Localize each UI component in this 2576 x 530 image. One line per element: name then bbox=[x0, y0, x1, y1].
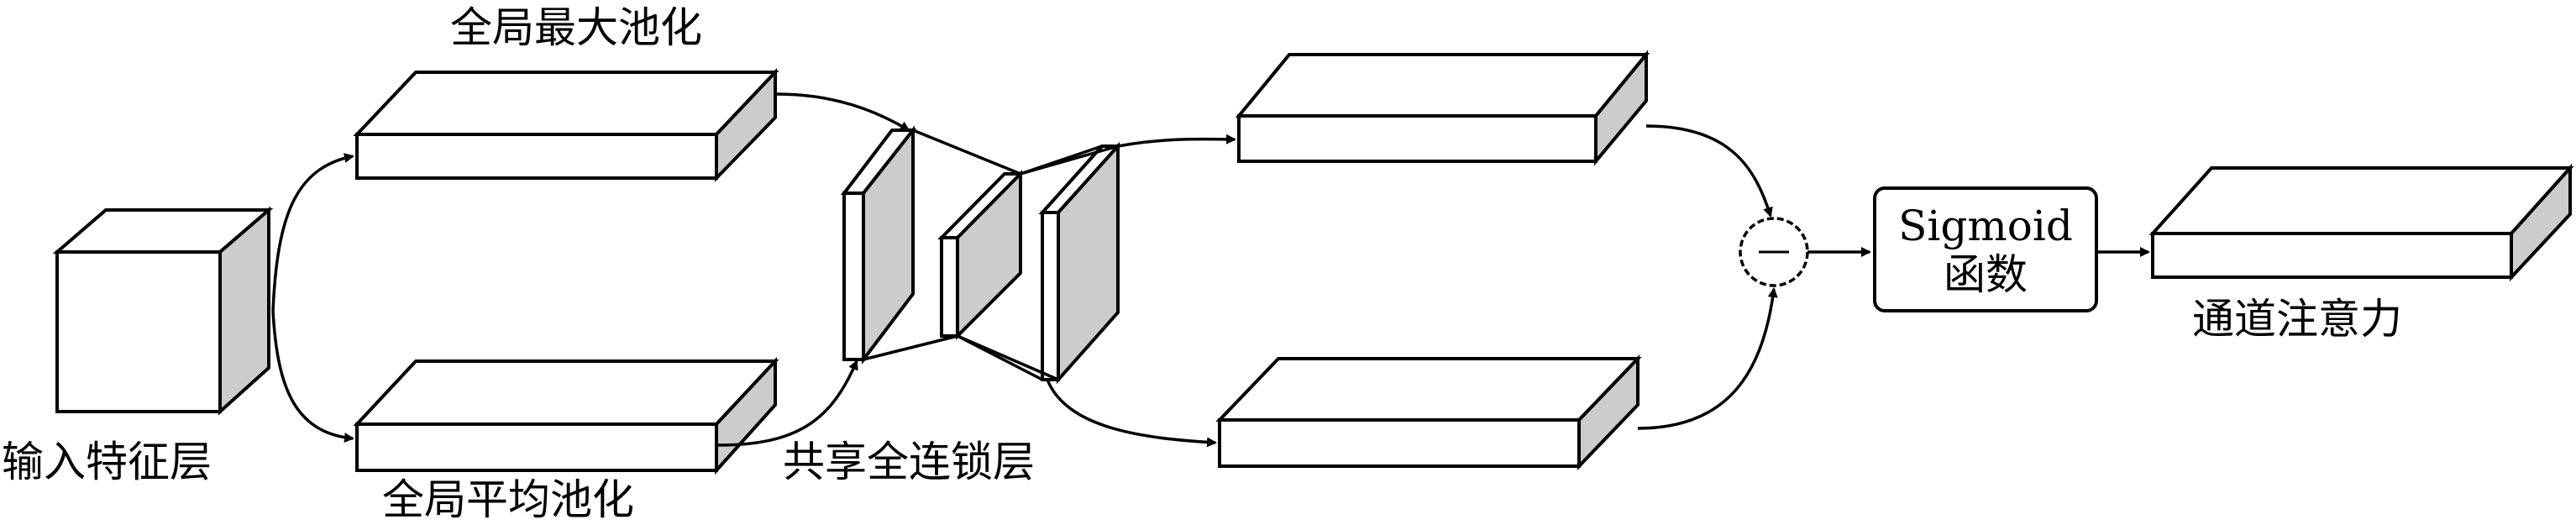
fc-layer-1 bbox=[840, 125, 917, 365]
avg-pool-slab bbox=[353, 356, 779, 475]
function-label: 函数 bbox=[1944, 250, 2028, 299]
input-feature-cube bbox=[52, 206, 274, 416]
sigmoid-function-box: Sigmoid 函数 bbox=[1873, 186, 2098, 312]
output-label: 通道注意力 bbox=[2192, 295, 2402, 344]
max-pool-label: 全局最大池化 bbox=[450, 3, 702, 52]
avg-pool-label: 全局平均池化 bbox=[382, 475, 634, 524]
fc-layer-3 bbox=[1038, 141, 1122, 385]
sigmoid-label: Sigmoid bbox=[1898, 202, 2073, 250]
shared-fc-label: 共享全连锁层 bbox=[783, 438, 1035, 486]
input-label: 输入特征层 bbox=[2, 438, 212, 486]
upper-fc-output-slab bbox=[1235, 50, 1650, 166]
operator-circle bbox=[1739, 217, 1809, 287]
flow-arrows bbox=[271, 92, 2150, 448]
fc-connectors bbox=[863, 129, 1119, 381]
max-pool-slab bbox=[353, 67, 779, 182]
channel-attention-slab bbox=[2148, 163, 2574, 282]
fc-layer-2 bbox=[937, 170, 1025, 340]
lower-fc-output-slab bbox=[1215, 354, 1642, 470]
